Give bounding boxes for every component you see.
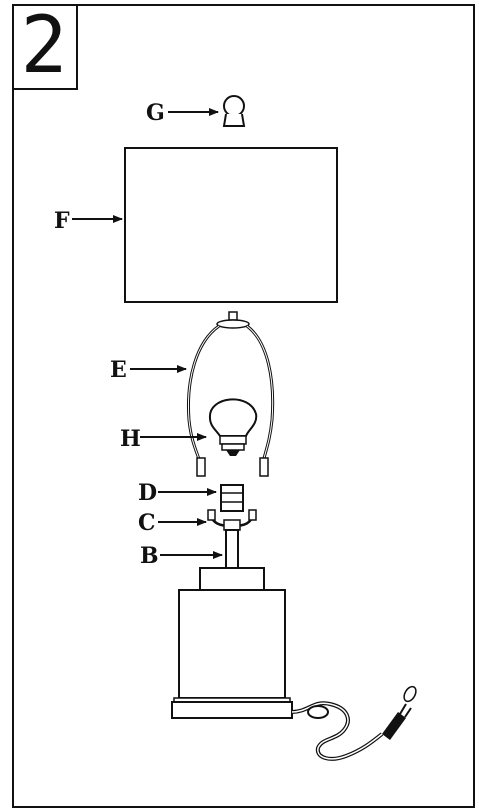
base-plate <box>171 701 293 719</box>
finial-part-g: G <box>146 95 246 127</box>
power-cord <box>291 685 417 761</box>
base-body <box>178 589 286 699</box>
socket-icon <box>220 484 244 512</box>
threaded-rod-part-b: B <box>140 529 239 569</box>
base-neck <box>199 567 265 591</box>
harp-part-e: E <box>110 311 275 477</box>
threaded-rod-icon <box>225 529 239 569</box>
label-e: E <box>110 357 127 383</box>
lamp-shade-icon <box>124 147 338 303</box>
diagram-frame <box>12 4 475 808</box>
label-h: H <box>120 426 141 452</box>
label-f: F <box>54 208 70 234</box>
switch-icon <box>403 685 417 703</box>
label-g: G <box>146 100 165 126</box>
lamp-shade-part-f: F <box>54 147 338 303</box>
socket-part-d: D <box>138 480 244 512</box>
label-b: B <box>140 543 159 569</box>
step-number: 2 <box>20 1 68 91</box>
plug-icon <box>382 712 406 740</box>
finial-icon <box>223 95 245 117</box>
label-c: C <box>138 510 156 536</box>
step-number-box: 2 <box>12 1 78 91</box>
light-bulb-part-h: H <box>120 398 258 456</box>
label-d: D <box>138 480 157 506</box>
power-cord-icon <box>291 701 384 761</box>
lamp-base <box>171 567 293 719</box>
light-bulb-icon <box>208 398 258 437</box>
